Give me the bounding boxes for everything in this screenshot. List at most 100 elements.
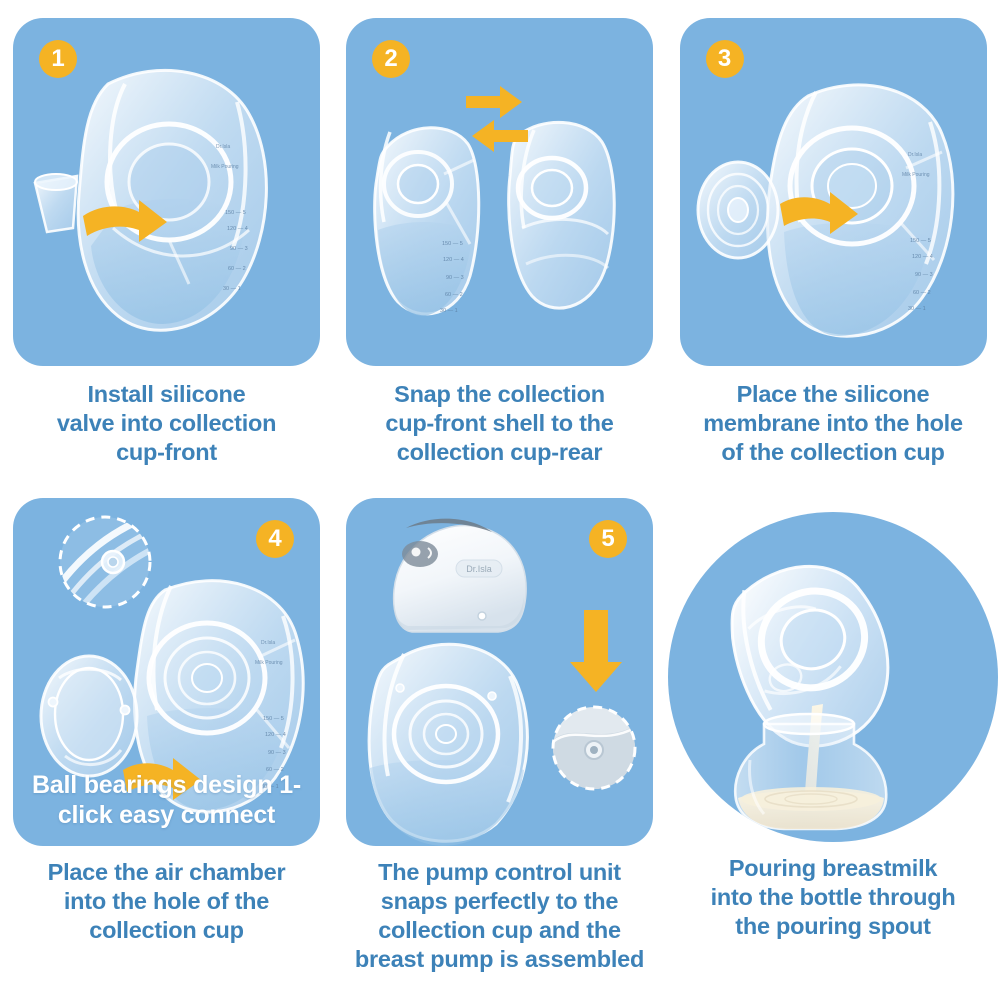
step-panel-4: 150 — 5 120 — 4 90 — 3 60 — 2 30 — 1 Dr.… bbox=[13, 498, 320, 846]
step-panel-6 bbox=[668, 512, 998, 842]
svg-text:90 — 3: 90 — 3 bbox=[915, 272, 933, 278]
overlay-line: Ball bearings design bbox=[31, 771, 273, 799]
svg-text:150 — 5: 150 — 5 bbox=[910, 238, 931, 244]
step-panel-3: 150 — 5 120 — 4 90 — 3 60 — 2 30 — 1 Dr.… bbox=[679, 18, 987, 366]
caption-line: Install silicone bbox=[87, 381, 246, 407]
svg-text:30 — 1: 30 — 1 bbox=[223, 286, 241, 292]
curved-arrow-right-icon bbox=[123, 758, 201, 800]
caption-line: of the collection cup bbox=[721, 439, 945, 466]
illustration-valve-into-cup-front: 150 — 5 120 — 4 90 — 3 60 — 2 30 — 1 Dr.… bbox=[33, 68, 268, 332]
caption-line: Pouring breastmilk bbox=[728, 855, 938, 881]
air-chamber-part bbox=[39, 654, 139, 778]
collection-cup-tilted bbox=[730, 564, 890, 748]
pump-control-unit: Dr.Isla bbox=[392, 518, 527, 633]
svg-text:150 — 5: 150 — 5 bbox=[263, 716, 284, 722]
svg-text:60 — 2: 60 — 2 bbox=[228, 266, 246, 272]
svg-text:Dr.Isla: Dr.Isla bbox=[466, 564, 492, 574]
cup-brand-marking: Dr.Isla Milk Pouring bbox=[211, 144, 239, 170]
step-cell-2: 150 — 5 120 — 4 90 — 3 60 — 2 30 — 1 bbox=[333, 0, 666, 490]
curved-arrow-right-icon bbox=[779, 192, 858, 234]
cup-brand-marking: Dr.Isla Milk Pouring bbox=[902, 152, 930, 178]
milk-bottle bbox=[733, 712, 888, 831]
caption-line: collection cup bbox=[89, 917, 244, 944]
step-cell-1: 150 — 5 120 — 4 90 — 3 60 — 2 30 — 1 Dr.… bbox=[0, 0, 333, 490]
brand-logo-badge: Dr.Isla bbox=[455, 559, 503, 578]
svg-text:120 — 4: 120 — 4 bbox=[443, 257, 464, 263]
silicone-valve-part bbox=[33, 173, 79, 234]
cup-brand-marking: Dr.Isla Milk Pouring bbox=[255, 640, 283, 666]
cup-scale-markings: 150 — 5 120 — 4 90 — 3 60 — 2 30 — 1 bbox=[223, 210, 248, 292]
step-caption-1: Install silicone valve into collection c… bbox=[7, 380, 327, 467]
illustration-air-chamber-into-cup: 150 — 5 120 — 4 90 — 3 60 — 2 30 — 1 Dr.… bbox=[39, 515, 305, 814]
caption-line: Place the air chamber bbox=[47, 859, 286, 885]
step-cell-5: Dr.Isla bbox=[333, 490, 666, 1000]
svg-text:60 — 2: 60 — 2 bbox=[445, 292, 463, 298]
step-cell-6: Pouring breastmilk into the bottle throu… bbox=[666, 490, 1000, 1000]
caption-line: into the bottle through bbox=[710, 884, 956, 911]
illustration-snap-front-to-rear: 150 — 5 120 — 4 90 — 3 60 — 2 30 — 1 bbox=[373, 86, 616, 316]
svg-text:Milk Pouring: Milk Pouring bbox=[255, 660, 283, 666]
caption-line: cup-front bbox=[116, 439, 217, 466]
caption-line: the pouring spout bbox=[735, 913, 931, 940]
caption-line: into the hole of the bbox=[63, 888, 270, 915]
collection-cup-front-shell: 150 — 5 120 — 4 90 — 3 60 — 2 30 — 1 bbox=[373, 126, 481, 316]
snap-button-detail-inset bbox=[551, 705, 637, 791]
curved-arrow-right-icon bbox=[83, 200, 167, 242]
caption-line: valve into collection bbox=[56, 410, 277, 437]
illustration-pump-unit-snaps-on: Dr.Isla bbox=[367, 518, 637, 846]
silicone-membrane-part bbox=[696, 160, 779, 260]
caption-line: membrane into the hole bbox=[703, 410, 963, 437]
step-caption-2: Snap the collection cup-front shell to t… bbox=[340, 380, 660, 467]
step-caption-3: Place the silicone membrane into the hol… bbox=[673, 380, 993, 467]
cup-scale-markings: 150 — 5 120 — 4 90 — 3 60 — 2 30 — 1 bbox=[261, 716, 286, 790]
caption-line: collection cup and the bbox=[378, 917, 621, 944]
svg-text:90 — 3: 90 — 3 bbox=[268, 750, 286, 756]
arrow-down-icon bbox=[570, 610, 622, 692]
step-caption-6: Pouring breastmilk into the bottle throu… bbox=[673, 854, 993, 941]
caption-line: cup-front shell to the bbox=[385, 410, 614, 437]
illustration-pouring-breastmilk bbox=[730, 564, 890, 831]
svg-text:120 — 4: 120 — 4 bbox=[227, 226, 248, 232]
caption-line: The pump control unit bbox=[378, 859, 621, 885]
assembled-collection-cup: 150 — 5 120 — 4 90 — 3 60 — 2 30 — 1 Dr.… bbox=[765, 83, 954, 338]
svg-text:Dr.Isla: Dr.Isla bbox=[216, 144, 230, 150]
illustration-membrane-into-cup: 150 — 5 120 — 4 90 — 3 60 — 2 30 — 1 Dr.… bbox=[696, 83, 954, 338]
svg-text:60 — 2: 60 — 2 bbox=[913, 290, 931, 296]
step-caption-5: The pump control unit snaps perfectly to… bbox=[340, 858, 660, 975]
overlay-line: 1-click easy connect bbox=[57, 771, 302, 829]
svg-text:90 — 3: 90 — 3 bbox=[230, 246, 248, 252]
svg-text:Dr.Isla: Dr.Isla bbox=[261, 640, 275, 646]
step-number-badge-4: 4 bbox=[256, 520, 294, 558]
svg-text:60 — 2: 60 — 2 bbox=[266, 767, 284, 773]
step-caption-4: Place the air chamber into the hole of t… bbox=[7, 858, 327, 945]
collection-cup-rear-shell bbox=[507, 120, 616, 310]
svg-text:30 — 1: 30 — 1 bbox=[261, 784, 279, 790]
cup-scale-markings: 150 — 5 120 — 4 90 — 3 60 — 2 30 — 1 bbox=[440, 241, 464, 314]
svg-text:150 — 5: 150 — 5 bbox=[442, 241, 463, 247]
svg-text:30 — 1: 30 — 1 bbox=[440, 308, 458, 314]
step-panel-5: Dr.Isla bbox=[346, 498, 653, 846]
step-number-badge-2: 2 bbox=[372, 40, 410, 78]
svg-text:Milk Pouring: Milk Pouring bbox=[211, 164, 239, 170]
step-number-badge-3: 3 bbox=[705, 40, 744, 78]
svg-text:120 — 4: 120 — 4 bbox=[912, 254, 933, 260]
step-cell-4: 150 — 5 120 — 4 90 — 3 60 — 2 30 — 1 Dr.… bbox=[0, 490, 333, 1000]
step-panel-1: 150 — 5 120 — 4 90 — 3 60 — 2 30 — 1 Dr.… bbox=[13, 18, 320, 366]
double-arrow-snap-icon bbox=[466, 86, 528, 152]
svg-text:150 — 5: 150 — 5 bbox=[225, 210, 246, 216]
svg-text:90 — 3: 90 — 3 bbox=[446, 275, 464, 281]
step-panel-2: 150 — 5 120 — 4 90 — 3 60 — 2 30 — 1 bbox=[346, 18, 653, 366]
collection-cup-assembled bbox=[367, 642, 529, 846]
svg-text:Milk Pouring: Milk Pouring bbox=[902, 172, 930, 178]
cup-scale-markings: 150 — 5 120 — 4 90 — 3 60 — 2 30 — 1 bbox=[908, 238, 933, 312]
caption-line: Snap the collection bbox=[394, 381, 605, 407]
step-cell-3: 150 — 5 120 — 4 90 — 3 60 — 2 30 — 1 Dr.… bbox=[666, 0, 1000, 490]
caption-line: collection cup-rear bbox=[396, 439, 603, 466]
caption-line: breast pump is assembled bbox=[354, 946, 645, 973]
caption-line: snaps perfectly to the bbox=[380, 888, 619, 915]
svg-text:Dr.Isla: Dr.Isla bbox=[908, 152, 922, 158]
svg-text:30 — 1: 30 — 1 bbox=[908, 306, 926, 312]
collection-cup-front bbox=[76, 68, 268, 332]
